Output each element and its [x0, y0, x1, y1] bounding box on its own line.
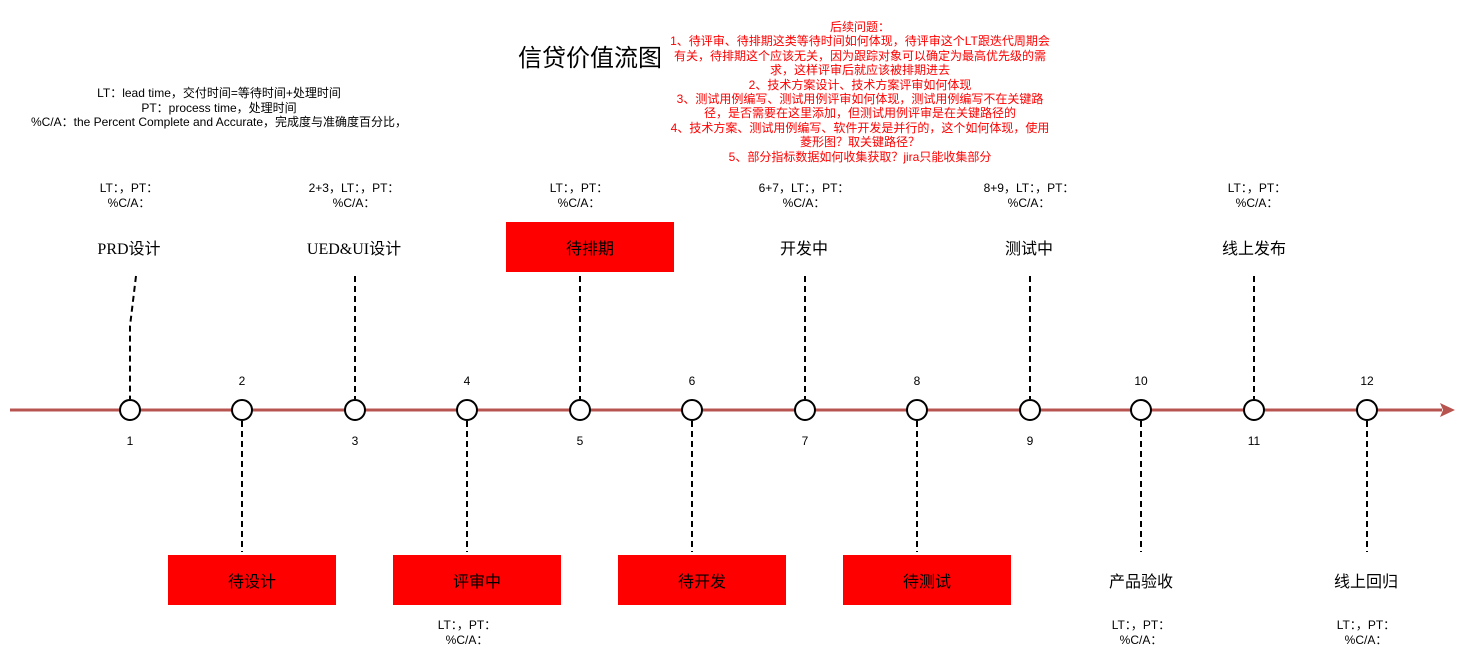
timeline-node	[906, 399, 928, 421]
issues-line: 3、测试用例编写、测试用例评审如何体现，测试用例编写不在关键路	[676, 92, 1044, 107]
stage-prd-design: PRD设计	[97, 241, 161, 258]
metric-product-acceptance: LT：，PT： %C/A：	[1111, 618, 1171, 647]
connector-line	[129, 275, 137, 399]
timeline-node	[681, 399, 703, 421]
timeline-node	[1019, 399, 1041, 421]
issues-line: 4、技术方案、测试用例编写、软件开发是并行的，这个如何体现，使用	[670, 120, 1050, 135]
issues-line: 后续问题：	[829, 20, 890, 34]
node-number: 5	[576, 434, 584, 448]
node-number: 12	[1360, 374, 1374, 388]
node-number: 11	[1247, 434, 1261, 448]
stage-waiting-development: 待开发	[618, 555, 786, 605]
timeline-node	[1356, 399, 1378, 421]
node-number: 8	[913, 374, 921, 388]
stage-reviewing: 评审中	[393, 555, 561, 605]
metric-testing: 8+9，LT：，PT： %C/A：	[983, 181, 1075, 210]
timeline-node	[456, 399, 478, 421]
issues-line: 径，是否需要在这里添加，但测试用例评审是在关键路径的	[703, 106, 1016, 121]
issues-line: 求，这样评审后就应该被排期进去	[769, 63, 950, 78]
stage-waiting-schedule: 待排期	[506, 222, 674, 272]
followup-issues: 后续问题： 1、待评审、待排期这类等待时间如何体现，待评审这个LT跟迭代周期会 …	[660, 20, 1060, 164]
stage-online-regression: 线上回归	[1333, 572, 1398, 591]
issues-line: 5、部分指标数据如何收集获取？jira只能收集部分	[728, 149, 992, 164]
stage-waiting-design: 待设计	[168, 555, 336, 605]
timeline-node	[569, 399, 591, 421]
diagram-title: 信贷价值流图	[518, 45, 662, 72]
metric-reviewing: LT：，PT： %C/A：	[437, 618, 497, 647]
definition-lt: LT：lead time，交付时间=等待时间+处理时间	[97, 86, 341, 100]
timeline-node	[794, 399, 816, 421]
issues-line: 2、技术方案设计、技术方案评审如何体现	[748, 77, 972, 92]
issues-line: 菱形图？取关键路径？	[799, 135, 920, 150]
metric-developing: 6+7，LT：，PT： %C/A：	[758, 181, 850, 210]
node-number: 7	[801, 434, 809, 448]
definitions: LT：lead time，交付时间=等待时间+处理时间 PT：process t…	[0, 86, 438, 130]
timeline-node	[231, 399, 253, 421]
node-number: 1	[126, 434, 134, 448]
timeline-node	[344, 399, 366, 421]
definition-ca: %C/A：the Percent Complete and Accurate，完…	[30, 115, 408, 129]
metric-online-regression: LT：，PT： %C/A：	[1336, 618, 1396, 647]
stage-waiting-test: 待测试	[843, 555, 1011, 605]
node-number: 4	[463, 374, 471, 388]
stage-online-release: 线上发布	[1221, 239, 1286, 258]
timeline-arrowhead	[1440, 403, 1455, 417]
timeline-node	[119, 399, 141, 421]
node-number: 3	[351, 434, 359, 448]
stage-developing: 开发中	[779, 239, 828, 258]
connectors	[129, 275, 1368, 552]
stage-ued-ui-design: UED&UI设计	[306, 241, 402, 258]
timeline-node	[1130, 399, 1152, 421]
node-number: 6	[688, 374, 696, 388]
issues-line: 有关，待排期这个应该无关，因为跟踪对象可以确定为最高优先级的需	[673, 48, 1046, 63]
node-number: 10	[1134, 374, 1148, 388]
timeline-node	[1243, 399, 1265, 421]
stage-product-acceptance: 产品验收	[1108, 572, 1173, 591]
metric-schedule-wait: LT：，PT： %C/A：	[549, 181, 609, 210]
node-number: 9	[1026, 434, 1034, 448]
node-number: 2	[238, 374, 246, 388]
definition-pt: PT：process time，处理时间	[141, 100, 297, 115]
metric-prd: LT：，PT： %C/A：	[99, 181, 159, 210]
metric-release: LT：，PT： %C/A：	[1227, 181, 1287, 210]
issues-line: 1、待评审、待排期这类等待时间如何体现，待评审这个LT跟迭代周期会	[670, 34, 1050, 49]
metric-ued-ui: 2+3，LT：，PT： %C/A：	[308, 181, 400, 210]
stage-testing: 测试中	[1004, 239, 1053, 258]
timeline-nodes	[119, 399, 1378, 421]
